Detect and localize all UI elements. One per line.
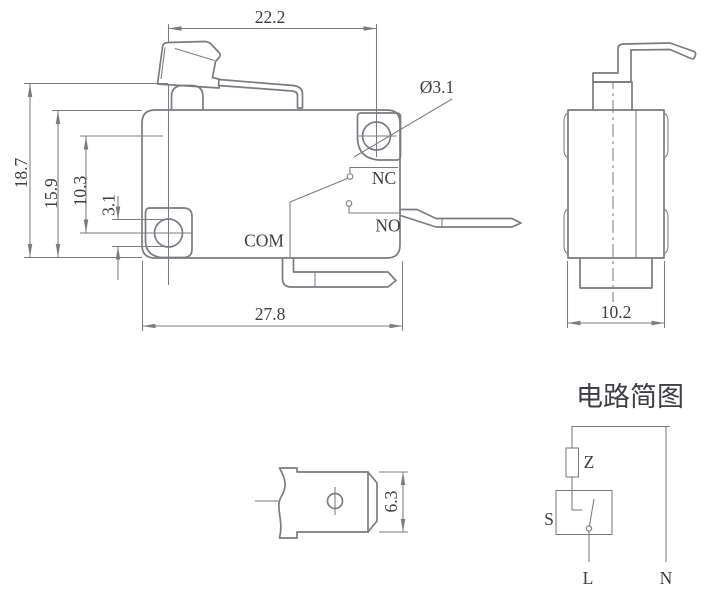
dimension-side-width: 10.2: [566, 261, 666, 328]
dimension-hole-spacing: 10.3: [70, 135, 192, 234]
nc-contact-line: [349, 166, 398, 173]
plunger: [170, 84, 204, 111]
dimension-hole-diameter: 3.1: [99, 194, 170, 280]
circuit-top-wire: [571, 425, 670, 448]
impedance-symbol: [565, 447, 580, 478]
side-ridge: [663, 208, 669, 255]
com-terminal-pin: [281, 257, 397, 288]
dimension-top-width: 22.2: [168, 7, 377, 31]
dimension-bottom-width: 27.8: [141, 261, 404, 331]
dim-3-1: 3.1: [99, 194, 119, 216]
dimension-body-height: 15.9: [41, 109, 142, 257]
no-contact-line: [348, 206, 401, 214]
dim-18-7: 18.7: [11, 157, 31, 188]
lever-clip-fold-line: [160, 47, 166, 80]
switch-pivot: [585, 525, 593, 532]
side-plunger: [592, 81, 633, 111]
circuit-title: 电路简图: [576, 382, 684, 412]
side-ridge: [663, 112, 669, 159]
leader-line: [353, 98, 453, 158]
hole-diameter-callout: Ø3.1: [353, 77, 455, 158]
dim-10-3: 10.3: [70, 175, 90, 206]
lever-arm: [217, 78, 304, 109]
internal-contacts: [289, 166, 401, 257]
label-switch: S: [544, 509, 554, 529]
common-blade: [289, 178, 348, 203]
dim-27-8: 27.8: [255, 304, 286, 324]
switch-box: [555, 489, 613, 536]
side-ridge: [563, 208, 569, 255]
lever-clip: [156, 40, 221, 89]
side-terminal-block: [579, 257, 653, 289]
switch-body: [141, 109, 401, 259]
mounting-hole-boss-bottom: [144, 207, 193, 259]
dimension-terminal-height: 6.3: [379, 471, 408, 533]
dim-22-2: 22.2: [255, 7, 286, 27]
label-com: COM: [244, 231, 284, 251]
front-view: NC NO COM 22.2 18.7 15.9 10.3: [11, 7, 522, 331]
side-lever: [592, 42, 697, 83]
label-live: L: [583, 568, 594, 588]
lever-clip-fold-line: [174, 47, 215, 62]
label-impedance: Z: [584, 452, 595, 472]
switch-blade: [588, 498, 595, 526]
dim-15-9: 15.9: [41, 178, 61, 209]
terminal-detail-view: 6.3: [255, 467, 408, 539]
label-neutral: N: [660, 568, 673, 588]
dim-dia-3-1: Ø3.1: [420, 77, 455, 97]
no-terminal-pin: [399, 208, 522, 228]
no-contact-point: [345, 200, 353, 207]
side-view: 10.2: [563, 42, 697, 328]
label-no: NO: [375, 216, 400, 236]
side-body: [567, 109, 665, 259]
circuit-diagram: 电路简图 Z S L N: [544, 382, 684, 588]
dim-6-3: 6.3: [381, 490, 401, 512]
label-nc: NC: [372, 168, 396, 188]
dimension-total-height: 18.7: [11, 82, 168, 259]
mounting-hole-boss-top: [356, 112, 402, 161]
dim-10-2: 10.2: [601, 302, 632, 322]
nc-contact-point: [346, 173, 354, 180]
side-ridge: [563, 112, 569, 159]
